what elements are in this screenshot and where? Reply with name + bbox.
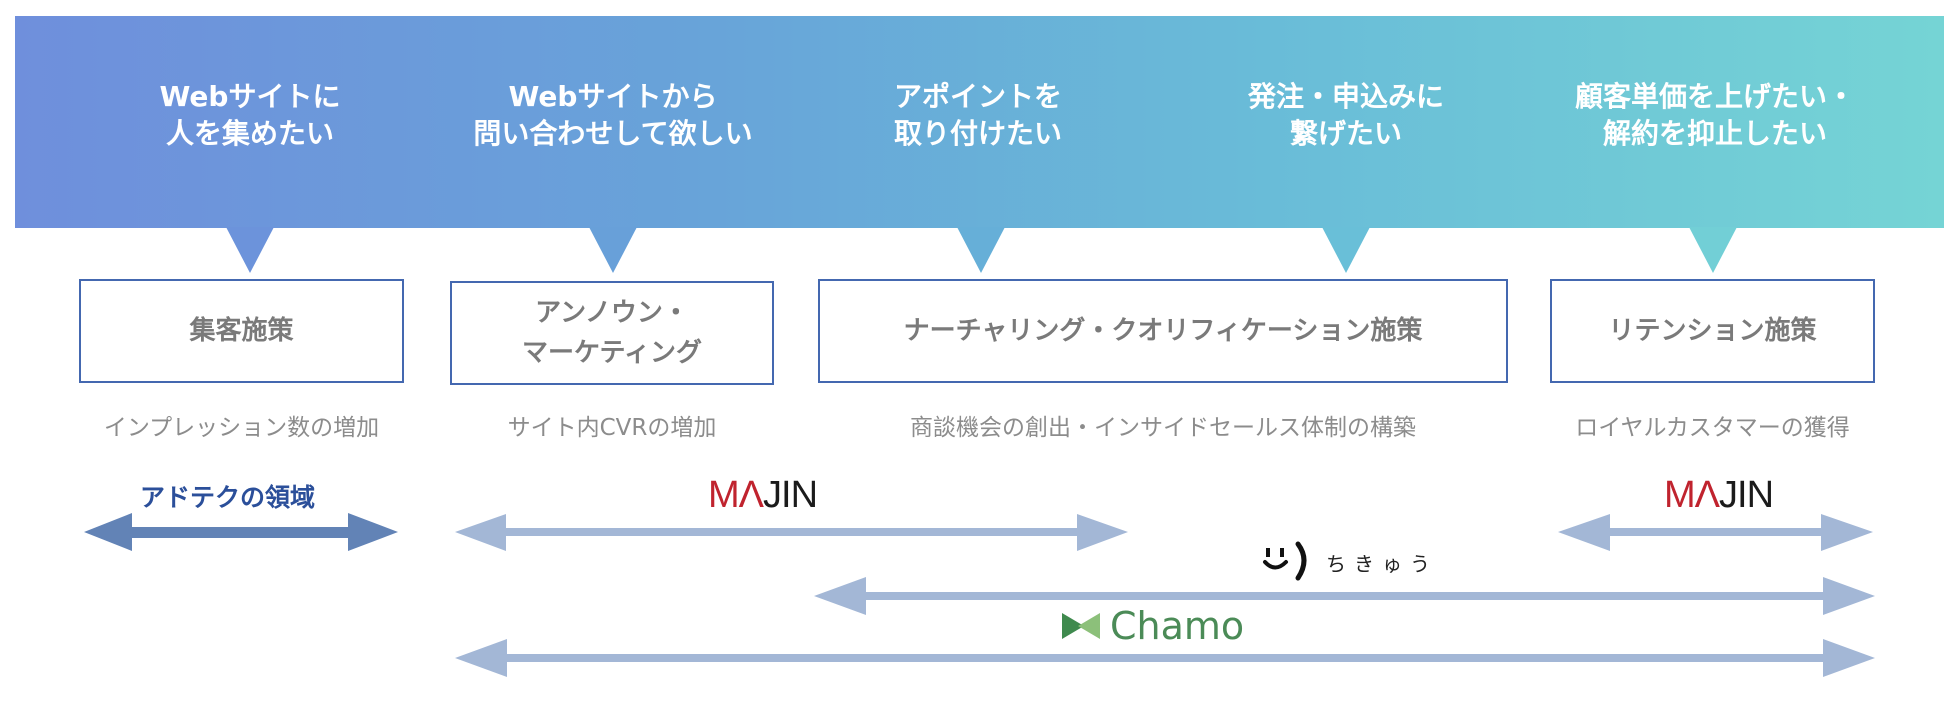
majin-left-arrow: [455, 514, 1128, 551]
majin-logo: MΛJIN: [1664, 474, 1774, 517]
goal-line: 繋げたい: [1289, 117, 1402, 150]
measure-label: ナーチャリング・クオリフィケーション施策: [903, 316, 1423, 346]
goal-line: 顧客単価を上げたい・: [1574, 80, 1855, 113]
pointer-triangle: [226, 227, 274, 273]
majin-logo-jin: JIN: [763, 474, 818, 516]
goal-line: 問い合わせして欲しい: [473, 117, 753, 150]
majin-logo-ma: MΛ: [1664, 474, 1720, 516]
measure-box-retention: リテンション施策: [1550, 279, 1875, 383]
goal-5: 顧客単価を上げたい・ 解約を抑止したい: [1540, 78, 1890, 152]
goal-line: 人を集めたい: [165, 117, 334, 150]
measure-label: マーケティング: [522, 338, 702, 368]
goal-line: Webサイトから: [508, 80, 718, 113]
majin-logo: MΛJIN: [708, 474, 818, 517]
goals-banner: [15, 16, 1944, 228]
measure-subtitle: 商談機会の創出・インサイドセールス体制の構築: [910, 415, 1416, 441]
goal-1: Webサイトに 人を集めたい: [80, 78, 420, 152]
measure-box-acquisition: 集客施策: [79, 279, 404, 383]
majin-right-arrow: [1558, 514, 1873, 551]
measure-box-unknown-marketing: アンノウン・ マーケティング: [450, 281, 774, 385]
adtech-label: アドテクの領域: [140, 483, 316, 512]
goal-line: アポイントを: [893, 80, 1062, 113]
measure-label: 集客施策: [189, 316, 294, 346]
measure-box-nurturing: ナーチャリング・クオリフィケーション施策: [818, 279, 1508, 383]
chikyu-face-icon: [1263, 541, 1307, 581]
chamo-logo-text: Chamo: [1110, 604, 1245, 648]
majin-logo-ma: MΛ: [708, 474, 764, 516]
measure-label: アンノウン・: [535, 298, 689, 328]
goal-line: Webサイトに: [159, 80, 341, 113]
goal-line: 発注・申込みに: [1247, 80, 1444, 113]
pointer-triangle: [589, 227, 637, 273]
chamo-logo: Chamo: [1060, 604, 1244, 648]
goal-3: アポイントを 取り付けたい: [808, 78, 1148, 152]
measure-label: リテンション施策: [1608, 316, 1817, 346]
measure-subtitle: インプレッション数の増加: [103, 415, 380, 441]
chamo-arrow: [455, 639, 1875, 677]
chamo-bowtie-icon: [1062, 613, 1100, 639]
pointer-triangle: [957, 227, 1005, 273]
measure-subtitle: サイト内CVRの増加: [507, 415, 717, 441]
goal-line: 取り付けたい: [893, 117, 1062, 150]
measure-subtitle: ロイヤルカスタマーの獲得: [1575, 415, 1850, 441]
chikyu-logo-text: ちきゅう: [1326, 551, 1438, 576]
majin-logo-jin: JIN: [1719, 474, 1774, 516]
chikyu-arrow: [814, 577, 1875, 615]
goal-line: 解約を抑止したい: [1602, 117, 1827, 150]
adtech-arrow: [84, 513, 398, 551]
goal-4: 発注・申込みに 繋げたい: [1176, 78, 1516, 152]
pointer-triangle: [1689, 227, 1737, 273]
goal-2: Webサイトから 問い合わせして欲しい: [443, 78, 783, 152]
chikyu-logo: ちきゅう: [1262, 540, 1438, 584]
pointer-triangle: [1322, 227, 1370, 273]
